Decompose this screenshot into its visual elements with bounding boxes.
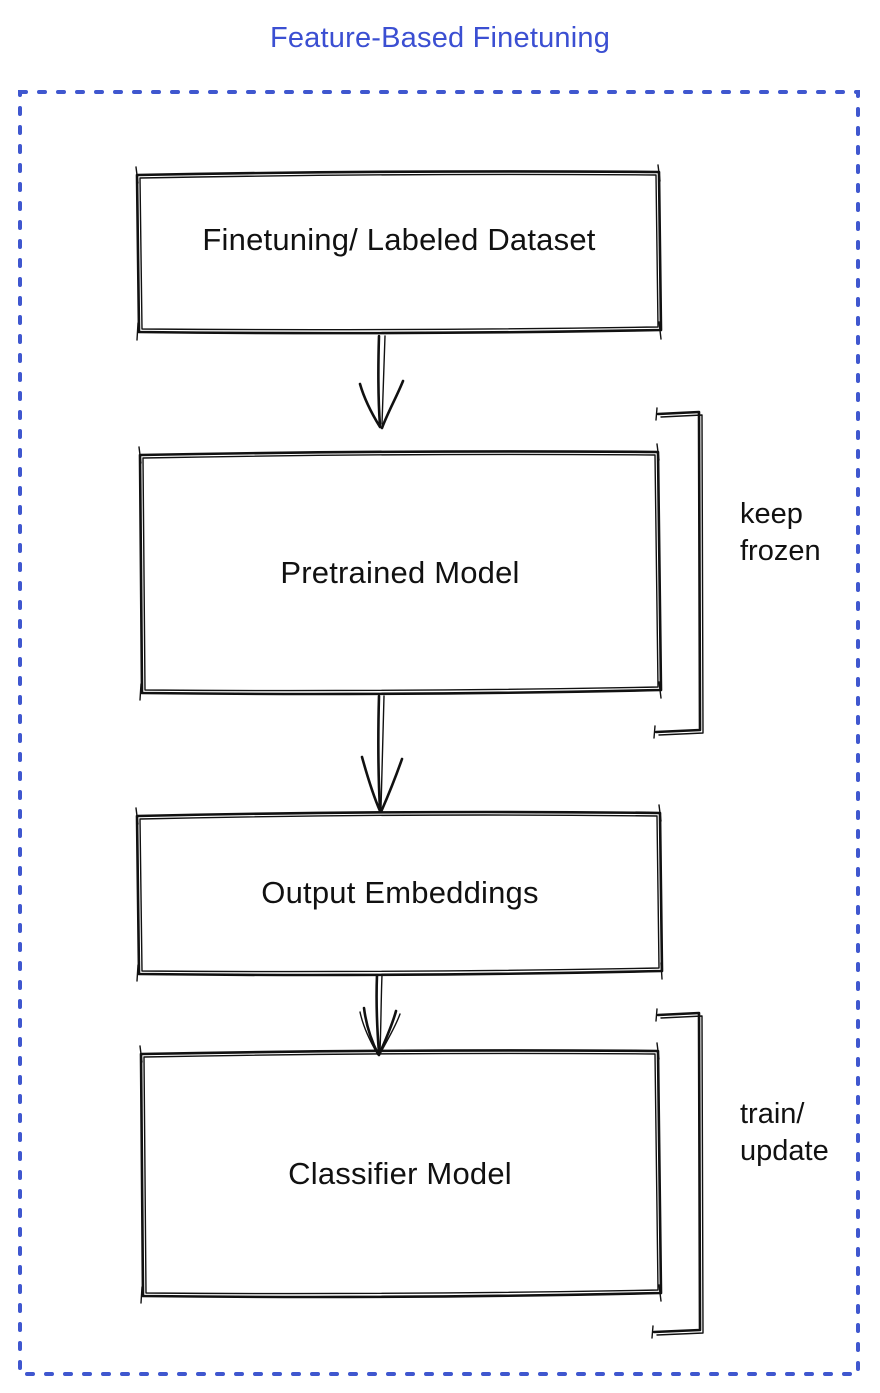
arrow-dataset-to-pretrained xyxy=(358,334,405,430)
annotation-train-update: train/ update xyxy=(740,1098,829,1167)
arrow-pretrained-to-embeddings xyxy=(360,694,404,814)
node-dataset-shape xyxy=(135,164,663,341)
dotted-boundary xyxy=(18,90,860,1376)
node-classifier-shape xyxy=(139,1042,663,1304)
annotation-keep-frozen: keep frozen xyxy=(740,498,821,567)
node-embeddings-shape xyxy=(135,804,664,982)
diagram-title: Feature-Based Finetuning xyxy=(269,22,611,54)
bracket-keep-frozen xyxy=(653,407,704,739)
bracket-train-update xyxy=(651,1008,704,1339)
arrow-embeddings-to-classifier xyxy=(359,973,401,1057)
node-pretrained-shape xyxy=(138,443,663,701)
